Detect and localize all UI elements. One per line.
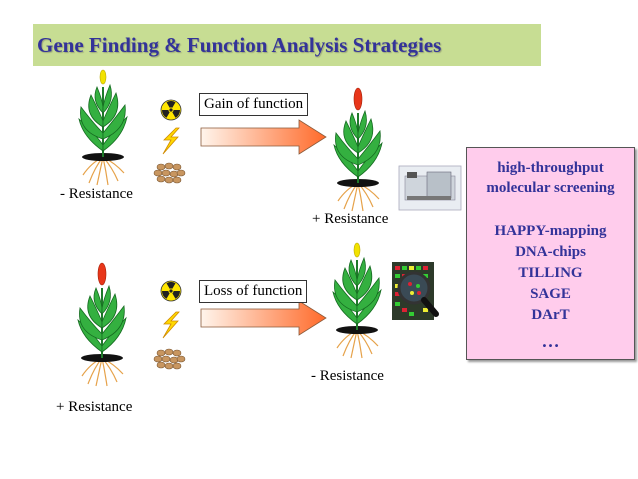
lightning-icon [162, 311, 180, 339]
title-bar: Gene Finding & Function Analysis Strateg… [33, 24, 541, 66]
top-left-resistance-label: - Resistance [60, 186, 133, 202]
bottom-right-resistance-label: - Resistance [311, 368, 384, 384]
bottom-left-resistance-label: + Resistance [56, 399, 133, 415]
method-happy-mapping: HAPPY-mapping [494, 223, 607, 239]
method-tilling: TILLING [518, 265, 583, 281]
method-dart: DArT [531, 307, 570, 323]
method-sage: SAGE [530, 286, 571, 302]
panel-ellipsis: … [541, 331, 560, 351]
magnifier-icon [392, 262, 439, 320]
seeds-icon [153, 348, 186, 370]
method-dna-chips: DNA-chips [515, 244, 586, 260]
plant-icon [78, 69, 128, 186]
loss-of-function-label: Loss of function [199, 280, 308, 303]
seeds-icon [153, 162, 186, 184]
radiation-icon [160, 280, 182, 302]
screening-methods-panel: high-throughput molecular screening HAPP… [466, 147, 635, 360]
gain-of-function-label: Gain of function [199, 93, 309, 116]
top-right-resistance-label: + Resistance [312, 211, 389, 227]
plant-icon [77, 262, 127, 387]
panel-line-1: high-throughput [497, 160, 604, 176]
lightning-icon [162, 127, 180, 155]
loss-arrow [200, 300, 327, 336]
page-title: Gene Finding & Function Analysis Strateg… [37, 33, 442, 57]
gain-arrow [200, 119, 327, 155]
radiation-icon [160, 99, 182, 121]
plant-icon [333, 87, 383, 212]
panel-line-2: molecular screening [486, 180, 615, 196]
plant-icon [332, 242, 382, 359]
sequencer-icon [398, 165, 462, 211]
